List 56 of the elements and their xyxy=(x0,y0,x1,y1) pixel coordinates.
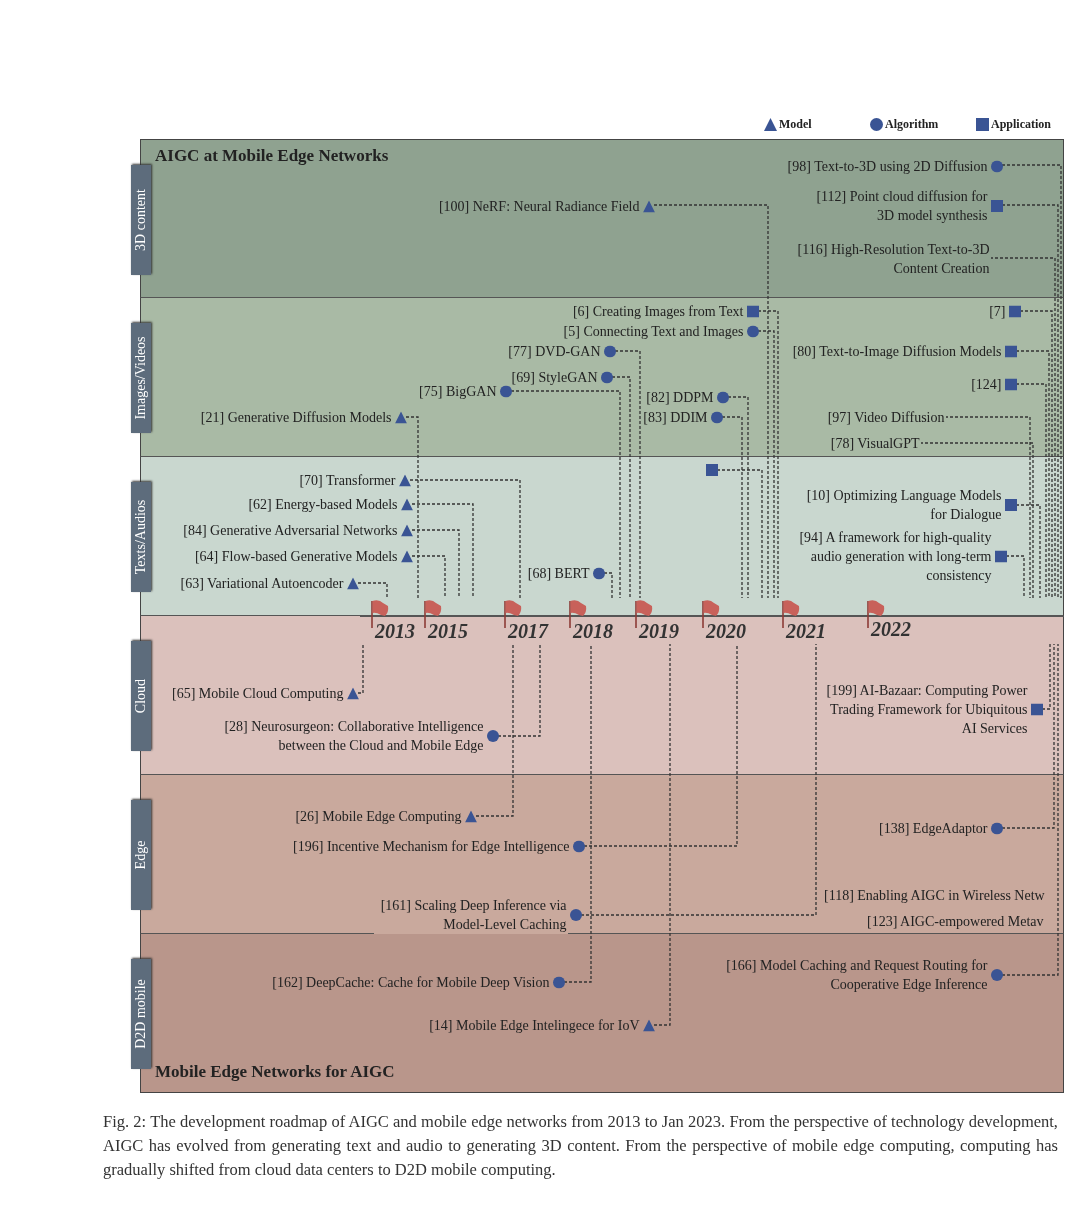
dashed-connector xyxy=(510,390,621,599)
dashed-connector xyxy=(727,396,749,599)
lane-tab: Images/Videos xyxy=(130,322,151,433)
dashed-connector xyxy=(1015,383,1047,599)
dashed-connector xyxy=(405,416,419,599)
reference-label: [161] Scaling Deep Inference via Model-Level Caching xyxy=(373,896,568,934)
year-label: 2020 xyxy=(706,620,746,642)
dashed-connector xyxy=(611,376,631,599)
dashed-connector xyxy=(497,643,541,737)
dashed-connector xyxy=(1015,350,1050,599)
legend-label: Algorithm xyxy=(885,117,939,132)
dashed-connector xyxy=(583,643,738,847)
legend-label: Application xyxy=(991,117,1051,132)
dashed-connector xyxy=(944,416,1031,599)
dashed-connector xyxy=(757,330,775,599)
dashed-connector xyxy=(919,442,1034,599)
dashed-connector xyxy=(475,643,514,817)
year-label: 2017 xyxy=(508,620,548,642)
dashed-connector xyxy=(1019,310,1053,599)
dashed-connector xyxy=(653,643,671,1026)
dashed-connector xyxy=(614,350,641,599)
dashed-connector xyxy=(603,572,613,599)
year-label: 2022 xyxy=(871,618,911,640)
dashed-connector xyxy=(411,555,446,599)
dashed-connector xyxy=(411,503,474,599)
lane-tab: Texts/Audios xyxy=(130,481,151,592)
dashed-connector xyxy=(989,257,1056,599)
year-label: 2021 xyxy=(786,620,826,642)
dashed-connector xyxy=(1041,643,1051,710)
year-label: 2019 xyxy=(639,620,679,642)
dashed-connector xyxy=(757,310,779,599)
lane-tab: 3D content xyxy=(130,164,151,275)
year-label: 2015 xyxy=(428,620,468,642)
year-label: 2013 xyxy=(375,620,415,642)
dashed-connector xyxy=(409,479,521,599)
dashed-connector xyxy=(653,204,769,599)
dashed-connector xyxy=(1015,504,1041,599)
dashed-connector xyxy=(721,416,743,599)
lane-tab: D2D mobile xyxy=(130,958,151,1069)
dashed-connector xyxy=(357,582,388,599)
reference-label: [166] Model Caching and Request Routing for Cooperative Edge Inference xyxy=(724,956,989,994)
dashed-connector xyxy=(580,643,817,916)
dashed-connector xyxy=(716,469,763,599)
year-label: 2018 xyxy=(573,620,613,642)
dashed-connector xyxy=(1001,643,1055,829)
dashed-connector xyxy=(563,643,592,983)
dashed-connector xyxy=(1001,643,1059,976)
legend-label: Model xyxy=(779,117,812,132)
lane-tab: Cloud xyxy=(130,640,151,751)
section-heading: AIGC at Mobile Edge Networks xyxy=(155,146,389,166)
lane-tab: Edge xyxy=(130,799,151,910)
dashed-connector xyxy=(1005,555,1025,599)
dashed-connector xyxy=(411,529,460,599)
dashed-connector xyxy=(357,643,364,694)
section-heading: Mobile Edge Networks for AIGC xyxy=(155,1062,395,1082)
figure-caption: Fig. 2: The development roadmap of AIGC and mobile edge networks from 2013 to Jan 2023. From the perspective of technology development, AIGC has evolved from generating text and audio to generating 3D content. From the perspective of mobile edge computing, computing has gradually shifted from cloud data centers to D2D mobile computing. xyxy=(103,1111,1058,1181)
